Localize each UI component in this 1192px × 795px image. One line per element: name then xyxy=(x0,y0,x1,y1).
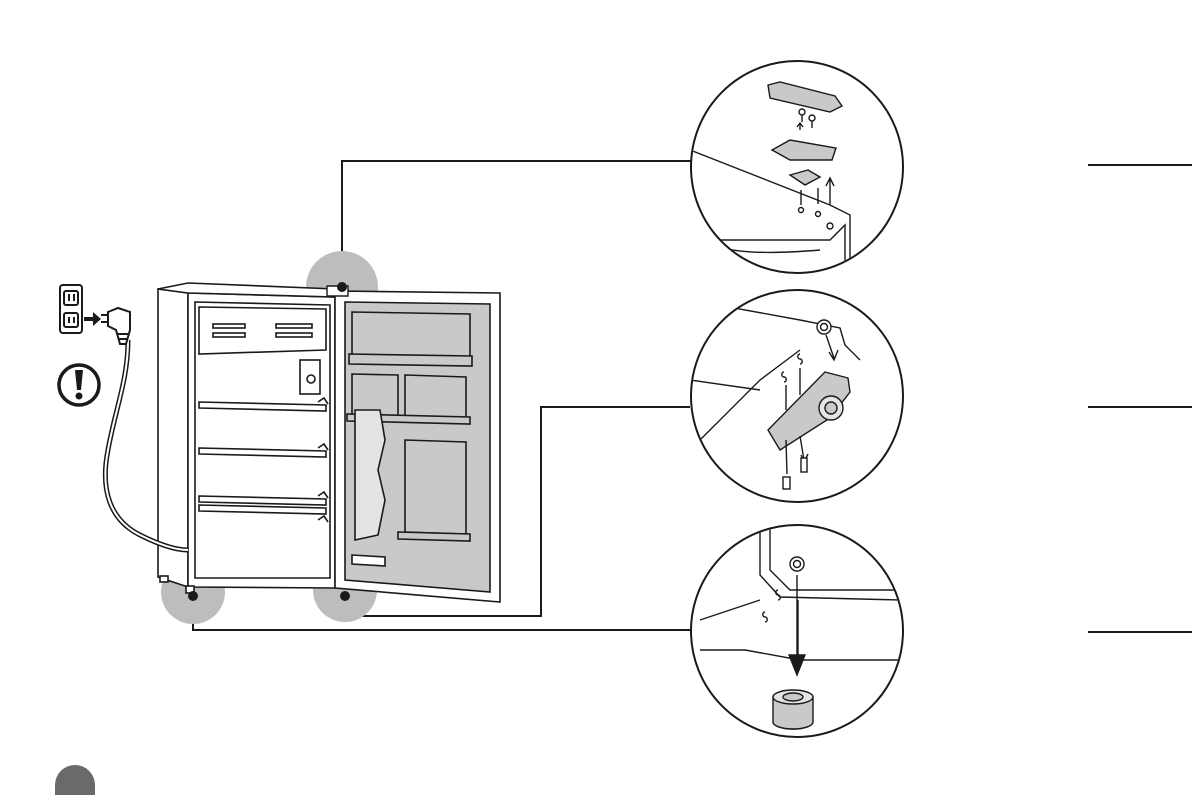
refrigerator xyxy=(105,283,335,593)
door-bin-bottom xyxy=(405,440,466,534)
unplug-arrow xyxy=(84,312,101,326)
left-foot xyxy=(160,576,168,582)
refrigerator-door xyxy=(335,291,500,602)
wall-outlet-icon xyxy=(60,285,82,333)
warning-icon xyxy=(59,365,99,405)
connector-foot xyxy=(193,596,690,630)
door-bin-top xyxy=(352,312,470,360)
door-bin-middle-right xyxy=(405,375,466,418)
power-plug-icon xyxy=(101,308,130,344)
hinge-hole-cap xyxy=(773,690,813,729)
connector-top-hinge xyxy=(342,161,695,287)
bottom-hinge-detail xyxy=(690,290,903,502)
hinge-hole-cap-detail xyxy=(691,525,903,737)
freezer-compartment xyxy=(199,307,326,354)
page-number-badge xyxy=(55,765,95,795)
margin-rules xyxy=(1088,165,1192,632)
top-hinge-detail xyxy=(690,61,903,273)
